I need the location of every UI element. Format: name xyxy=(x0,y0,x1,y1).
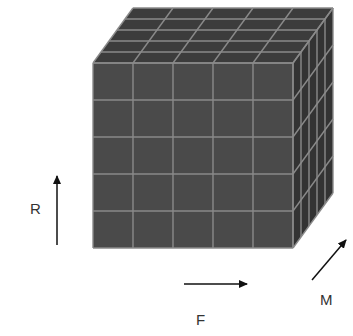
cube-grid xyxy=(93,8,333,248)
cube-front-face xyxy=(93,63,293,248)
grid-line xyxy=(293,8,333,63)
grid-line xyxy=(125,18,325,19)
grid-line xyxy=(133,8,173,63)
grid-line xyxy=(316,30,317,215)
grid-line xyxy=(93,173,293,174)
grid-line xyxy=(101,51,301,52)
grid-line xyxy=(117,29,317,30)
grid-line xyxy=(324,19,325,204)
grid-line xyxy=(292,63,293,248)
grid-line xyxy=(93,62,293,63)
axis-label: R xyxy=(30,201,41,216)
axis-label: F xyxy=(196,312,205,327)
grid-line xyxy=(109,40,309,41)
grid-line xyxy=(292,63,293,248)
grid-line xyxy=(93,247,293,248)
grid-line xyxy=(253,8,293,63)
cube-top-face xyxy=(93,8,333,63)
grid-line xyxy=(93,8,133,63)
axis-label: M xyxy=(320,292,333,307)
grid-line xyxy=(92,63,93,248)
grid-line xyxy=(293,82,333,137)
grid-line xyxy=(93,136,293,137)
grid-line xyxy=(332,8,333,193)
grid-line xyxy=(133,7,333,8)
grid-line xyxy=(293,193,333,248)
grid-line xyxy=(172,63,173,248)
grid-line xyxy=(293,8,333,63)
axis-arrow xyxy=(184,283,247,285)
grid-line xyxy=(300,52,301,237)
grid-line xyxy=(293,156,333,211)
axis-arrow xyxy=(312,240,346,280)
axis-arrow xyxy=(56,176,58,245)
grid-line xyxy=(173,8,213,63)
grid-line xyxy=(212,63,213,248)
grid-line xyxy=(293,119,333,174)
grid-line xyxy=(132,63,133,248)
grid-line xyxy=(252,63,253,248)
grid-line xyxy=(93,62,293,63)
cube-side-face xyxy=(293,8,333,248)
grid-line xyxy=(293,45,333,100)
grid-line xyxy=(93,210,293,211)
grid-line xyxy=(93,99,293,100)
grid-line xyxy=(213,8,253,63)
grid-line xyxy=(308,41,309,226)
